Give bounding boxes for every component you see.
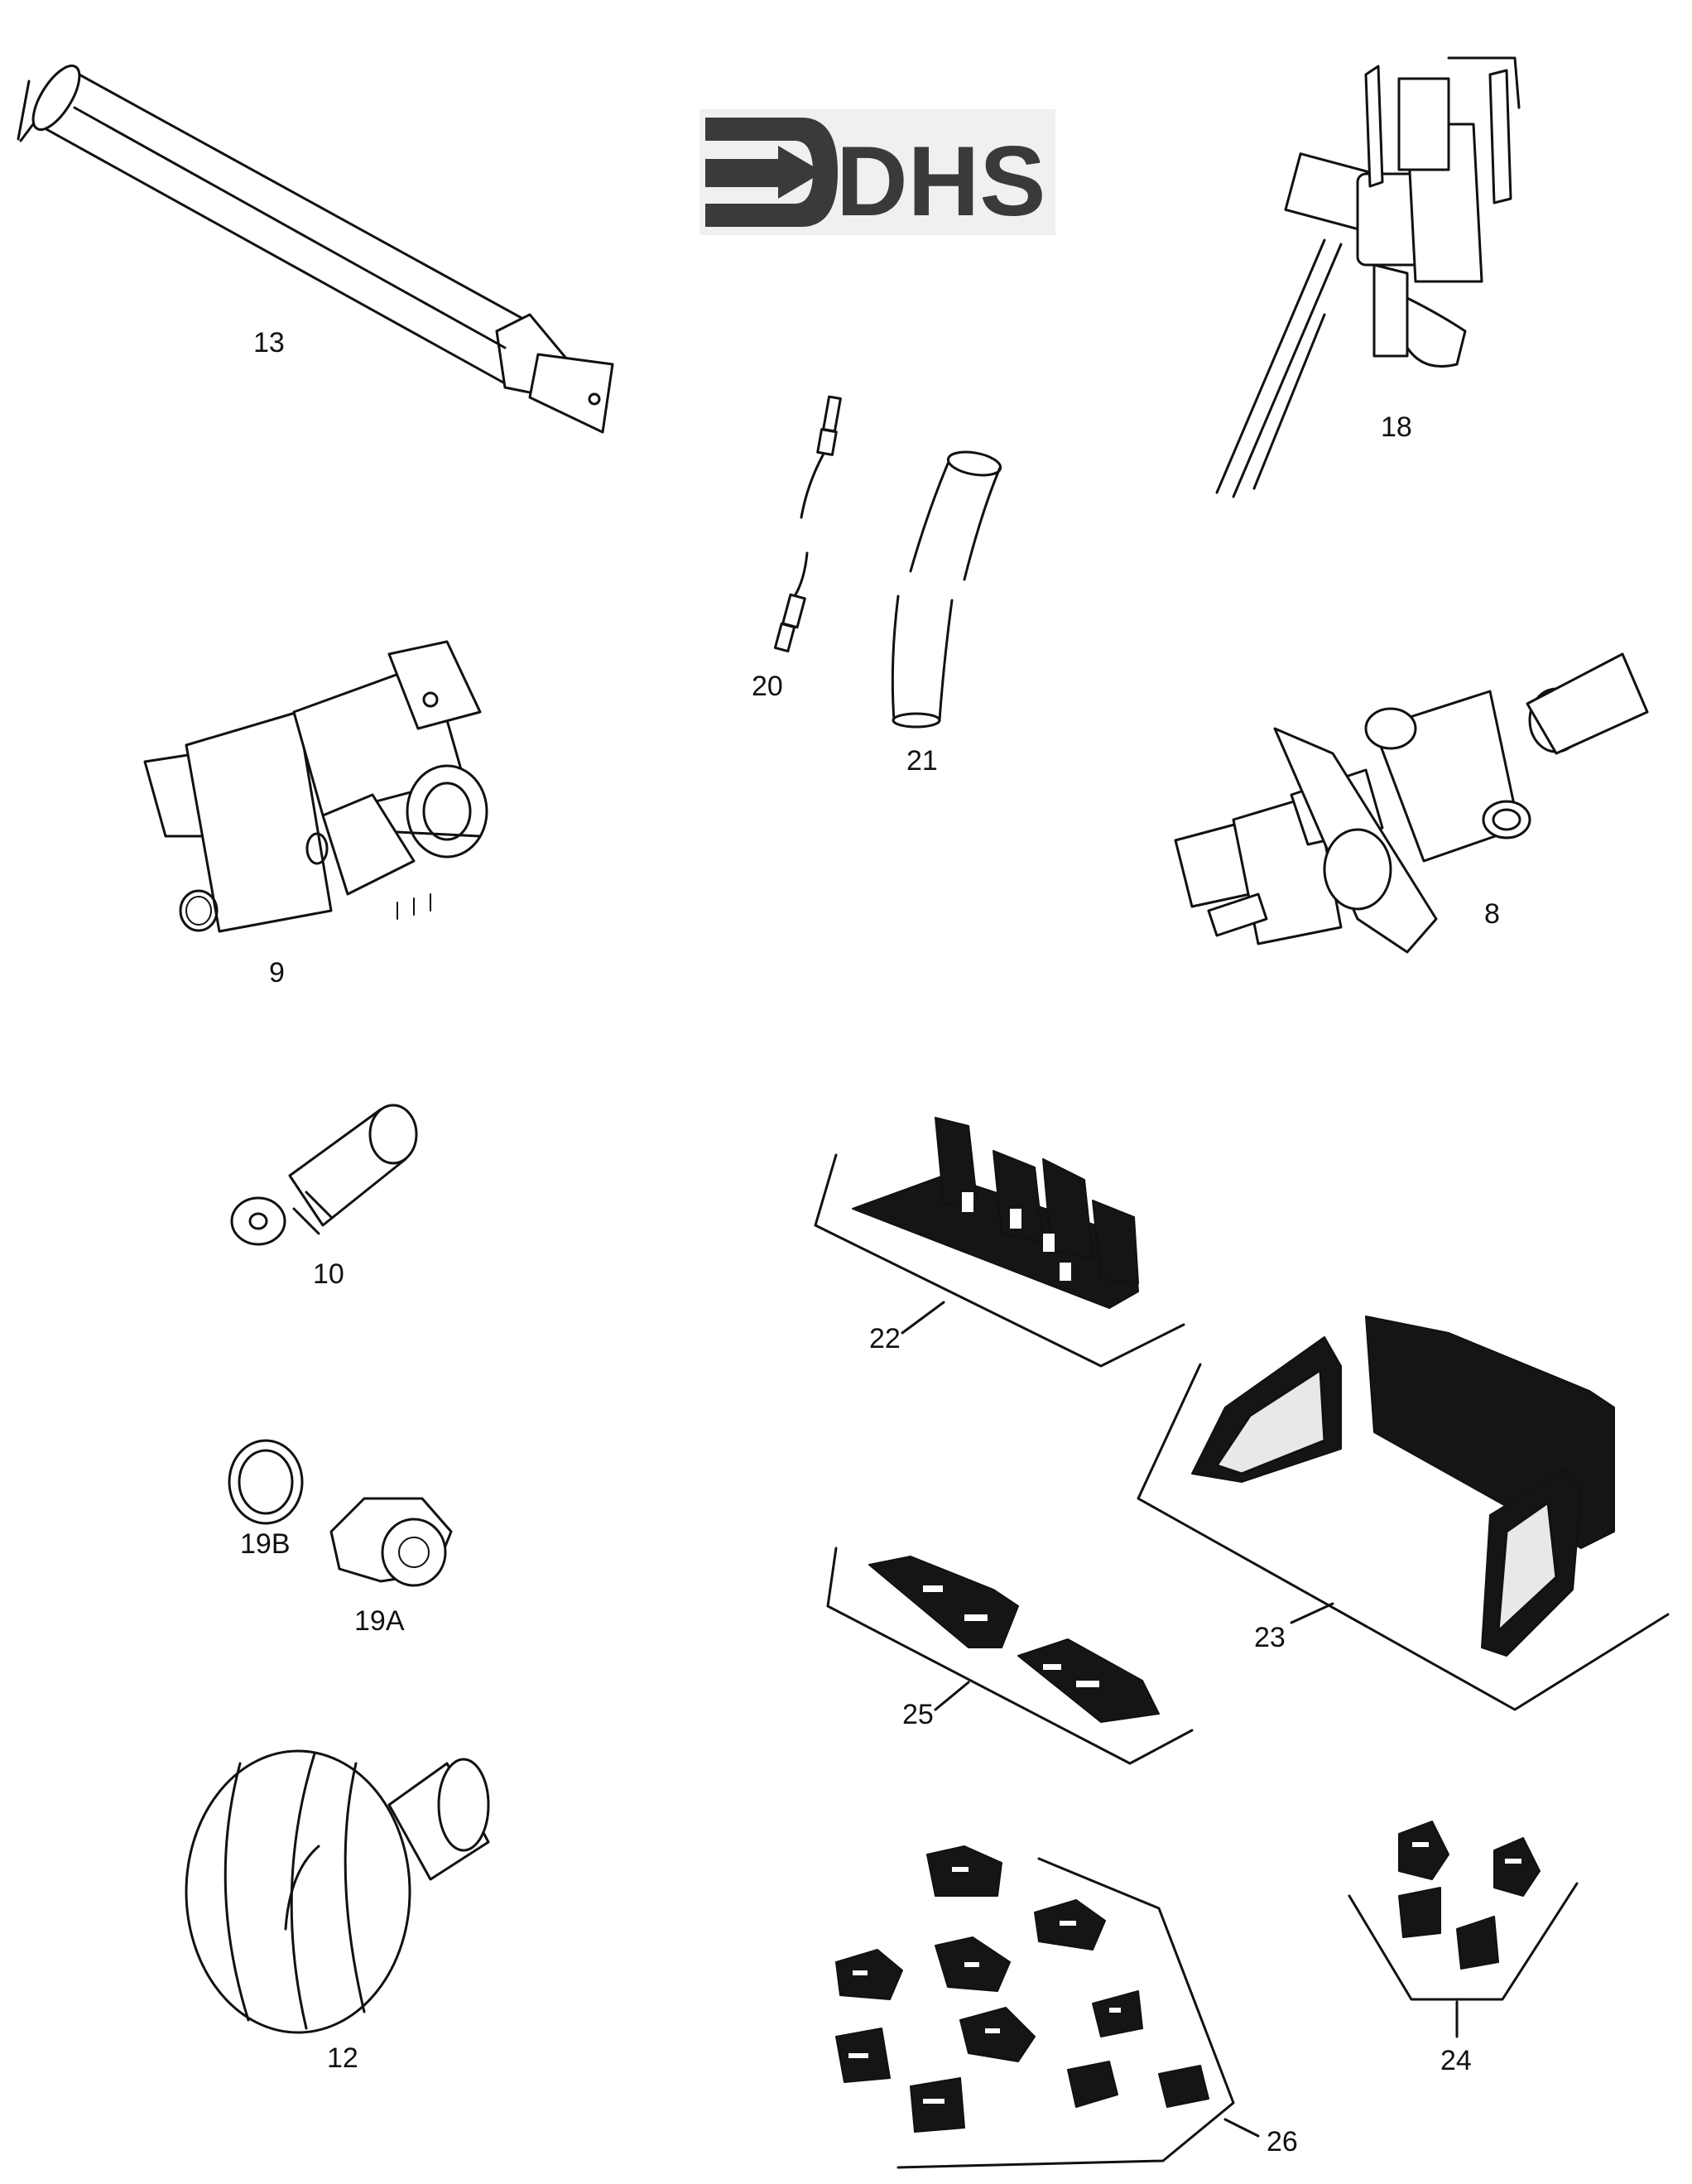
- label-19a: 19A: [354, 1605, 405, 1637]
- part-26-coal-set: 26: [835, 1845, 1298, 2169]
- label-21: 21: [906, 745, 938, 777]
- part-23-liners: 23: [1137, 1316, 1670, 1711]
- label-18: 18: [1381, 411, 1412, 443]
- label-20: 20: [752, 671, 783, 702]
- part-18-pilot-assembly: 18: [1215, 56, 1521, 498]
- label-10: 10: [313, 1258, 344, 1290]
- part-21-sleeve: 21: [891, 450, 1002, 777]
- part-8-gas-valve: 8: [1174, 652, 1649, 954]
- dhs-logo-text: DHS: [836, 126, 1045, 237]
- part-19b-washer: 19B: [228, 1439, 304, 1560]
- label-25: 25: [902, 1699, 934, 1730]
- label-24: 24: [1440, 2045, 1472, 2076]
- part-9-control-block: 9: [143, 640, 488, 989]
- label-22: 22: [869, 1323, 901, 1354]
- part-22-fuel-bed: 22: [814, 1117, 1185, 1368]
- part-20-thermocouple-lead: 20: [752, 395, 842, 702]
- part-19a-plug: 19A: [329, 1497, 453, 1637]
- part-13-burner-tube: [17, 64, 614, 434]
- label-8: 8: [1484, 898, 1500, 930]
- dhs-logo: DHS: [699, 109, 1055, 237]
- part-12-control-knob: 12: [185, 1749, 490, 2074]
- label-12: 12: [327, 2042, 358, 2074]
- part-24-coals: 24: [1348, 1821, 1579, 2076]
- label-19b: 19B: [240, 1528, 291, 1560]
- label-13: 13: [253, 327, 285, 358]
- part-25-front-logs: 25: [826, 1547, 1194, 1765]
- label-23: 23: [1254, 1622, 1286, 1653]
- label-26: 26: [1267, 2126, 1298, 2158]
- label-9: 9: [269, 957, 285, 989]
- part-10-test-point: 10: [230, 1104, 418, 1290]
